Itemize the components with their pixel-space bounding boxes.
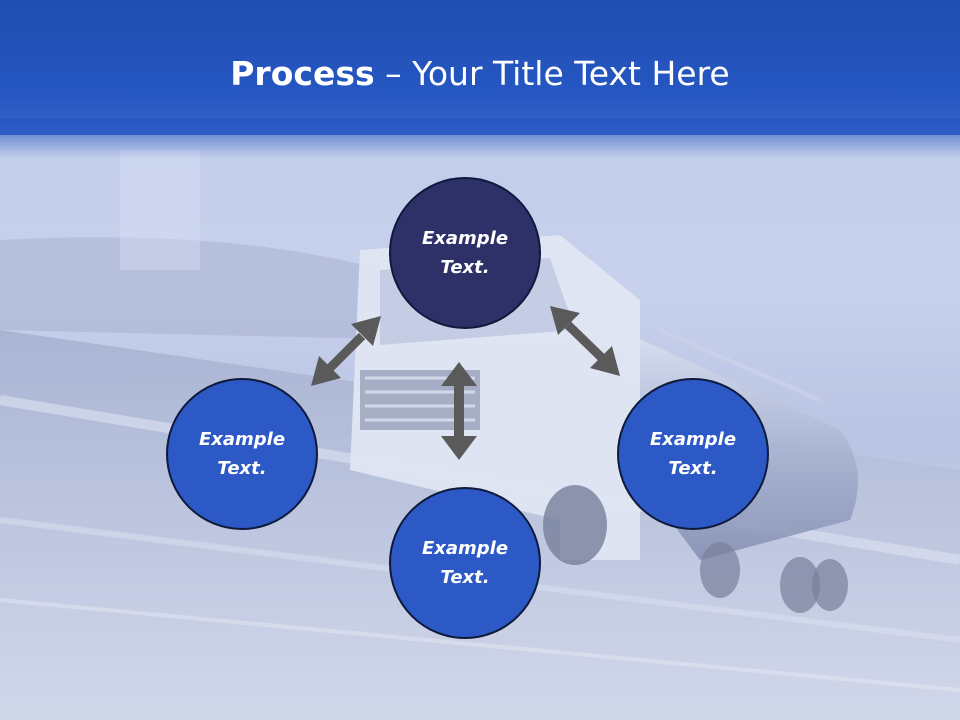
title-bar-fade	[0, 118, 960, 158]
node-label: Example Text.	[633, 425, 753, 483]
node-label: Example Text.	[405, 534, 525, 592]
double-arrow-vertical	[441, 362, 477, 460]
node-label-line1: Example	[198, 429, 286, 450]
node-label-line2: Text.	[440, 567, 490, 588]
title-rest: – Your Title Text Here	[374, 54, 730, 93]
node-label-line2: Text.	[668, 458, 718, 479]
double-arrow-top-right	[550, 306, 620, 376]
node-label-line1: Example	[421, 228, 509, 249]
title-bold: Process	[230, 54, 375, 93]
process-node-bottom: Example Text.	[389, 487, 541, 639]
node-label-line2: Text.	[217, 458, 267, 479]
process-node-top: Example Text.	[389, 177, 541, 329]
slide-title: Process – Your Title Text Here	[0, 52, 960, 96]
node-label: Example Text.	[182, 425, 302, 483]
node-label-line1: Example	[649, 429, 737, 450]
node-label-line2: Text.	[440, 257, 490, 278]
title-bar	[0, 0, 960, 135]
process-node-right: Example Text.	[617, 378, 769, 530]
double-arrow-top-left	[311, 316, 381, 386]
node-label-line1: Example	[421, 538, 509, 559]
process-node-left: Example Text.	[166, 378, 318, 530]
node-label: Example Text.	[405, 224, 525, 282]
